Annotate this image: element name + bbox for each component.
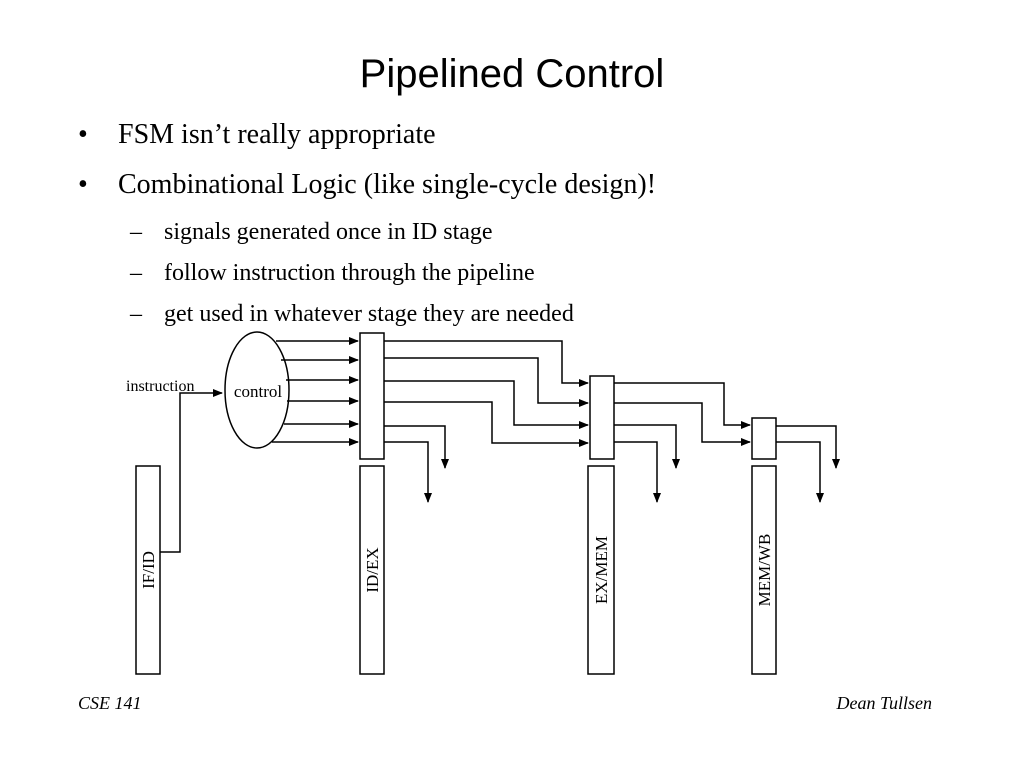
sub-bullet-text: signals generated once in ID stage bbox=[164, 219, 493, 245]
ex-mem-control-register bbox=[589, 375, 615, 460]
bullet-list: • FSM isn’t really appropriate • Combina… bbox=[78, 118, 656, 341]
control-wire bbox=[614, 402, 751, 446]
bullet-item: • Combinational Logic (like single-cycle… bbox=[78, 168, 656, 202]
id-ex-control-register bbox=[359, 332, 385, 460]
ex-mem-register-label: EX/MEM bbox=[592, 536, 611, 604]
ex-mem-register bbox=[587, 465, 615, 675]
slide-title: Pipelined Control bbox=[359, 52, 665, 96]
if-id-register bbox=[135, 465, 161, 675]
footer-author: Dean Tullsen bbox=[836, 693, 932, 713]
control-output-wires bbox=[272, 337, 359, 446]
control-wire bbox=[384, 380, 589, 429]
sub-bullet-item: – get used in whatever stage they are ne… bbox=[78, 300, 656, 328]
id-ex-register-label: ID/EX bbox=[363, 547, 382, 592]
ex-mem-output-wires bbox=[614, 382, 751, 503]
bullet-text: Combinational Logic (like single-cycle d… bbox=[118, 169, 657, 200]
control-label: control bbox=[234, 382, 282, 401]
dash-marker: – bbox=[130, 260, 142, 286]
bullet-marker: • bbox=[78, 119, 88, 150]
instruction-label: instruction bbox=[126, 378, 194, 395]
bullet-text: FSM isn’t really appropriate bbox=[118, 119, 436, 150]
wb-stage-signal bbox=[776, 425, 840, 469]
sub-bullet-text: get used in whatever stage they are need… bbox=[164, 301, 574, 327]
id-ex-output-wires bbox=[384, 340, 589, 503]
ex-stage-signal bbox=[384, 441, 432, 503]
sub-bullet-item: – follow instruction through the pipelin… bbox=[78, 259, 656, 287]
sub-bullet-text: follow instruction through the pipeline bbox=[164, 260, 535, 286]
dash-marker: – bbox=[130, 301, 142, 327]
control-unit bbox=[224, 331, 290, 449]
mem-stage-signal bbox=[614, 424, 680, 469]
mem-wb-output-wires bbox=[776, 425, 840, 503]
wb-stage-signal bbox=[776, 441, 824, 503]
mem-stage-signal bbox=[614, 441, 661, 503]
control-wire bbox=[384, 357, 589, 407]
dash-marker: – bbox=[130, 219, 142, 245]
mem-wb-register bbox=[751, 465, 777, 675]
mem-wb-control-register bbox=[751, 417, 777, 460]
bullet-marker: • bbox=[78, 169, 88, 200]
control-wire bbox=[384, 340, 589, 387]
id-ex-register bbox=[359, 465, 385, 675]
footer-course: CSE 141 bbox=[78, 693, 142, 713]
instruction-wire bbox=[160, 389, 223, 553]
mem-wb-register-label: MEM/WB bbox=[755, 534, 774, 607]
control-wire bbox=[614, 382, 751, 429]
ex-stage-signal bbox=[384, 425, 449, 469]
sub-bullet-item: – signals generated once in ID stage bbox=[78, 218, 656, 246]
if-id-register-label: IF/ID bbox=[139, 551, 158, 589]
control-wire bbox=[384, 401, 589, 447]
bullet-item: • FSM isn’t really appropriate bbox=[78, 118, 656, 152]
